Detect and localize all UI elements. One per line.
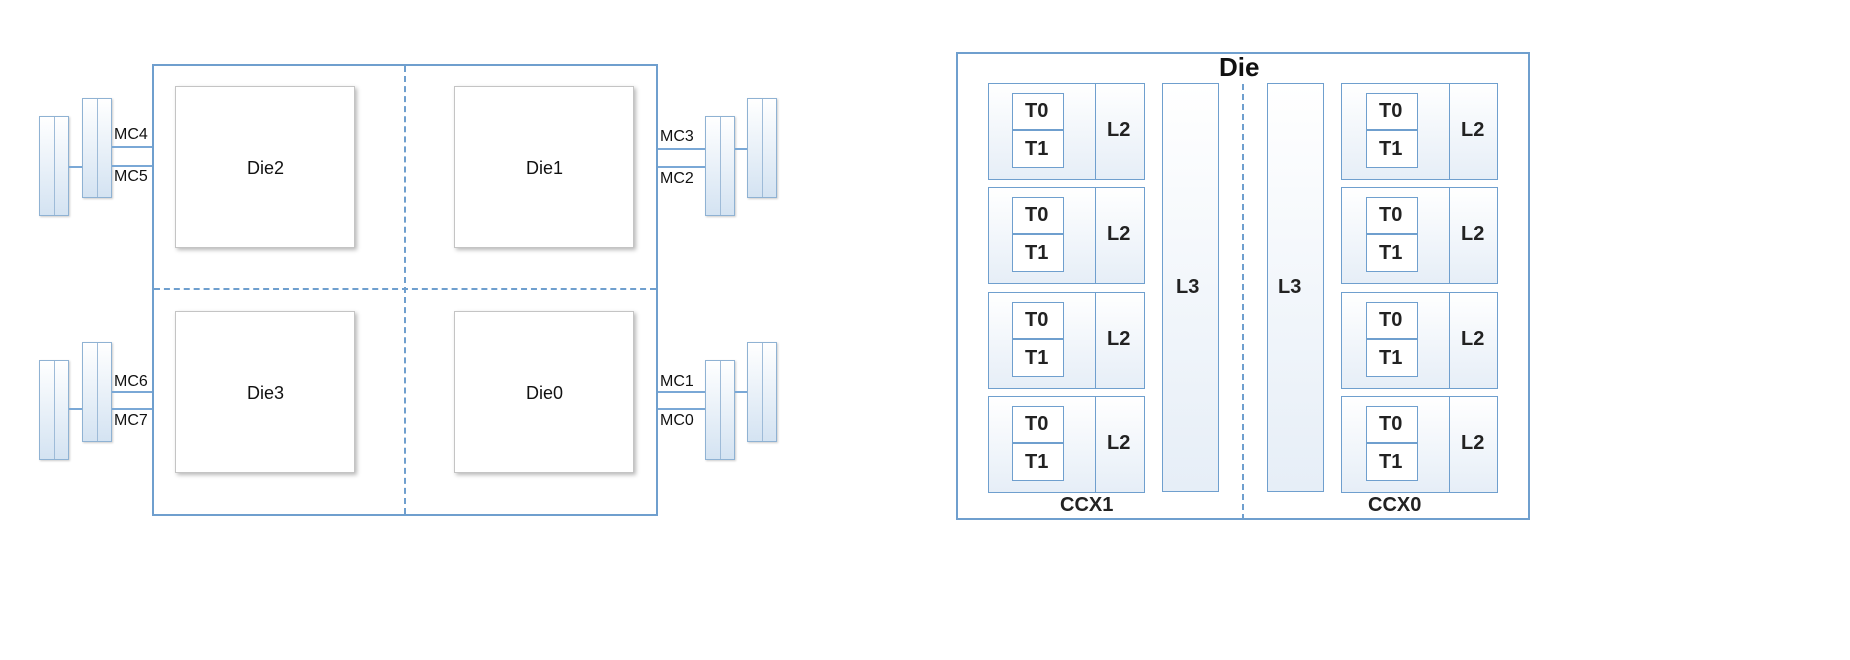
l3-cache-ccx0 [1267,83,1324,492]
thread-t1-label: T1 [1379,242,1403,264]
thread-t0-label: T0 [1025,204,1049,226]
mc1-label: MC1 [660,373,694,390]
die2-label: Die2 [247,158,285,178]
thread-t0-label: T0 [1025,413,1049,435]
thread-t1-box [1012,234,1064,272]
dimm-module [705,116,735,216]
thread-t0-box [1366,406,1418,443]
mc3-label: MC3 [660,128,694,145]
l2-divider [1449,83,1450,180]
memory-channel-line [112,408,152,410]
die0-box [454,311,634,473]
dimm-module [39,116,69,216]
memory-channel-line [112,165,152,167]
memory-link [735,391,747,393]
die1-label: Die1 [526,158,564,178]
memory-channel-line [112,146,152,148]
dimm-module [82,98,112,198]
thread-t1-box [1366,339,1418,377]
l3-cache-ccx1 [1162,83,1219,492]
thread-t1-label: T1 [1379,347,1403,369]
die3-label: Die3 [247,383,285,403]
memory-channel-line [658,166,705,168]
die2-box [175,86,355,248]
memory-link [69,408,82,410]
dimm-module [747,342,777,442]
l2-label: L2 [1461,119,1485,141]
thread-t1-label: T1 [1379,138,1403,160]
mc2-label: MC2 [660,170,694,187]
memory-channel-line [658,148,705,150]
thread-t0-box [1012,197,1064,234]
mc5-label: MC5 [114,168,148,185]
thread-t0-label: T0 [1379,100,1403,122]
die0-label: Die0 [526,383,564,403]
thread-t1-label: T1 [1025,138,1049,160]
memory-channel-line [658,408,705,410]
thread-t0-box [1012,93,1064,130]
mc4-label: MC4 [114,126,148,143]
die1-box [454,86,634,248]
mc7-label: MC7 [114,412,148,429]
l3-label: L3 [1278,276,1302,298]
memory-link [735,148,747,150]
thread-t1-box [1366,443,1418,481]
dimm-module [705,360,735,460]
thread-t1-box [1366,234,1418,272]
l2-divider [1095,83,1096,180]
l2-label: L2 [1461,328,1485,350]
thread-t0-label: T0 [1025,100,1049,122]
thread-t0-label: T0 [1379,309,1403,331]
thread-t0-label: T0 [1025,309,1049,331]
thread-t1-label: T1 [1379,451,1403,473]
l2-divider [1095,292,1096,389]
thread-t1-box [1012,130,1064,168]
l2-divider [1449,396,1450,493]
l2-label: L2 [1107,119,1131,141]
package-divider-horizontal [154,288,656,290]
l3-label: L3 [1176,276,1200,298]
mc0-label: MC0 [660,412,694,429]
l2-label: L2 [1107,223,1131,245]
memory-link [69,166,82,168]
memory-channel-line [658,391,705,393]
thread-t0-box [1012,302,1064,339]
thread-t1-box [1366,130,1418,168]
l2-label: L2 [1107,432,1131,454]
thread-t0-box [1366,93,1418,130]
l2-divider [1449,187,1450,284]
dimm-module [747,98,777,198]
l2-label: L2 [1461,432,1485,454]
thread-t0-box [1366,302,1418,339]
thread-t1-box [1012,339,1064,377]
l2-divider [1095,396,1096,493]
die3-box [175,311,355,473]
mc6-label: MC6 [114,373,148,390]
thread-t0-label: T0 [1379,413,1403,435]
ccx-divider [1242,84,1244,520]
thread-t0-label: T0 [1379,204,1403,226]
die-detail-title: Die [1219,52,1260,82]
l2-label: L2 [1107,328,1131,350]
memory-channel-line [112,391,152,393]
thread-t0-box [1366,197,1418,234]
thread-t0-box [1012,406,1064,443]
l2-divider [1095,187,1096,284]
thread-t1-label: T1 [1025,347,1049,369]
package-divider-vertical [404,66,406,514]
l2-label: L2 [1461,223,1485,245]
dimm-module [82,342,112,442]
ccx0-label: CCX0 [1368,494,1422,516]
l2-divider [1449,292,1450,389]
thread-t1-box [1012,443,1064,481]
ccx1-label: CCX1 [1060,494,1114,516]
dimm-module [39,360,69,460]
thread-t1-label: T1 [1025,242,1049,264]
thread-t1-label: T1 [1025,451,1049,473]
